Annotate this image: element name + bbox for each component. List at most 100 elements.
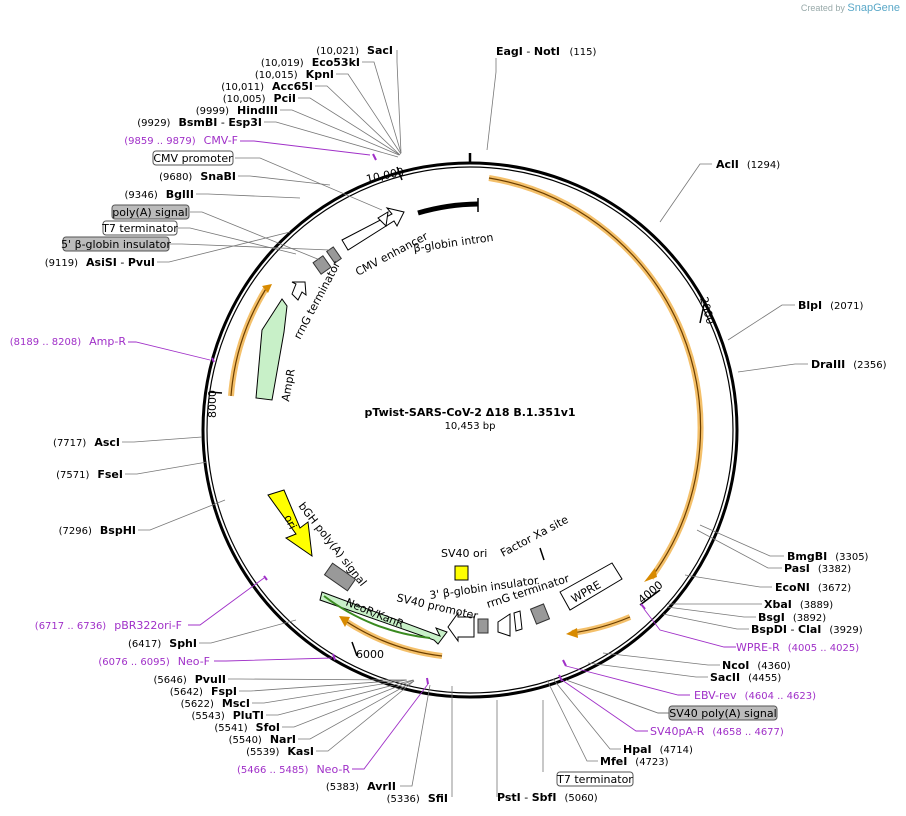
- enzyme-bglii: (9346)BglII: [125, 188, 194, 201]
- leader-cmv-f: [240, 140, 371, 156]
- tick-label-4000: 4000: [636, 578, 666, 606]
- primer-pbr322ori-f: (6717 .. 6736)pBR322ori-F: [35, 619, 182, 632]
- credit-brand: SnapGene: [847, 2, 900, 14]
- enzyme-xbai: XbaI(3889): [764, 598, 833, 611]
- leader-pvuii: [228, 678, 407, 681]
- leader-kpni: [336, 73, 402, 155]
- ori-label: ori: [281, 513, 299, 531]
- enzyme-psti: PstI - SbfI(5060): [497, 791, 598, 804]
- enzyme-sacii: SacII(4455): [710, 671, 781, 684]
- label-t7-bottom: T7 terminator: [556, 773, 633, 786]
- factor-xa-label: Factor Xa site: [498, 513, 570, 560]
- label-sv40-polya: SV40 poly(A) signal: [669, 707, 776, 720]
- box-cmv-promoter: [152, 150, 234, 166]
- mark-sv40pa-r: [558, 674, 563, 682]
- leader-neo-f: [214, 657, 333, 662]
- mark-ebv-rev: [562, 659, 567, 667]
- leader-pbr322ori-f: [188, 577, 265, 626]
- enzyme-acc65i: (10,011)Acc65I: [221, 80, 313, 93]
- label-insulator-5: 5' β-globin insulator: [61, 238, 171, 251]
- label-polya-signal: poly(A) signal: [112, 206, 187, 219]
- factor-xa-tick: [539, 547, 545, 561]
- tick-8000: [208, 391, 223, 394]
- sv40-ori-label: SV40 ori: [441, 547, 487, 560]
- enzyme-pvuii: (5646)PvuII: [153, 673, 226, 686]
- wpre-arrow: [559, 562, 623, 611]
- mark-neo-r: [426, 677, 429, 685]
- snapgene-credit: Created by SnapGene: [801, 2, 900, 14]
- rrng-left-label: rrnG terminator: [291, 259, 343, 342]
- rrng-right-arrow-1: [497, 613, 511, 637]
- enzyme-nari: (5540)NarI: [229, 733, 296, 746]
- leader-avrii: [400, 684, 431, 787]
- enzyme-econi: EcoNI(3672): [775, 581, 851, 594]
- leader-acli: [659, 163, 712, 223]
- enzyme-mfei: MfeI(4723): [600, 755, 669, 768]
- leader-bsgi: [666, 606, 756, 618]
- enzyme-draiii: DraIII(2356): [811, 358, 887, 371]
- tick-label-8000: 8000: [206, 390, 219, 418]
- enzyme-acli: AclI(1294): [716, 158, 780, 171]
- leader-neo-r: [352, 683, 429, 770]
- leader-bglii: [196, 193, 301, 199]
- insulator-3-box: [477, 618, 489, 634]
- enzyme-sfoi: (5541)SfoI: [214, 721, 280, 734]
- feature-rrng-terminator-left: rrnG terminator: [291, 259, 343, 342]
- backbone-inner: [206, 166, 734, 694]
- mark-wpre-r: [640, 603, 646, 610]
- orf-arc-left: [228, 284, 272, 397]
- leader-pcii: [298, 97, 401, 156]
- leader-t7-left: [178, 227, 297, 255]
- tick-4000: [639, 589, 661, 606]
- label-cmv-promoter: CMV promoter: [153, 152, 233, 165]
- enzyme-pluti: (5543)PluTI: [191, 709, 264, 722]
- leader-hpai: [552, 678, 621, 750]
- mark-cmv-f: [372, 153, 377, 161]
- mark-pbr322ori-f: [263, 575, 268, 581]
- enzyme-bsphi: (7296)BspHI: [59, 524, 136, 537]
- leader-saci: [396, 50, 402, 154]
- tick-label-6000: 6000: [356, 648, 384, 661]
- leader-cmv-promoter: [235, 157, 383, 211]
- enzyme-bsmbi: (9929)BsmBI - Esp3I: [137, 116, 262, 129]
- leader-bsphi: [138, 499, 226, 531]
- leader-asisi: [157, 231, 291, 263]
- leader-snabi: [238, 175, 331, 186]
- credit-prefix: Created by: [800, 3, 845, 13]
- enzyme-kasi: (5539)KasI: [246, 745, 314, 758]
- enzyme-fsei: (7571)FseI: [56, 468, 123, 481]
- primer-leaders: [128, 140, 736, 770]
- mark-amp-r: [211, 357, 215, 363]
- small-arc-highlight: [571, 614, 632, 636]
- small-arc-arrowhead: [566, 628, 578, 638]
- ampr-arrow: [255, 298, 288, 401]
- box-sv40-polya: [668, 705, 778, 721]
- leader-bsmbi: [264, 121, 399, 158]
- leader-acc65i: [315, 85, 401, 156]
- bottom-arc-arrowhead: [339, 616, 350, 627]
- primer-ebv-rev: EBV-rev(4604 .. 4623): [694, 689, 816, 702]
- rrng-left-arrow: [291, 281, 307, 301]
- feature-cmv-promoter-arrow: [377, 211, 389, 228]
- leader-bmgbi: [699, 524, 784, 557]
- feature-factor-xa: Factor Xa site: [498, 513, 571, 561]
- primer-labels: (9859 .. 9879)CMV-F (8189 .. 8208)Amp-R …: [10, 134, 859, 776]
- insulator-box: [326, 246, 342, 264]
- leader-msci: [252, 679, 408, 704]
- leader-fspi: [239, 679, 407, 692]
- leader-sv40pa-r: [561, 679, 648, 732]
- beta-globin-intron-bar: [417, 201, 479, 216]
- wpre-small-box: [529, 603, 551, 625]
- leader-polya: [190, 211, 321, 261]
- orf-arc-highlight: [488, 175, 704, 580]
- tick-2000: [699, 299, 706, 324]
- feature-beta-globin-intron: β-globin intron: [413, 198, 494, 255]
- enzyme-msci: (5622)MscI: [181, 697, 250, 710]
- enzyme-bmgbi: BmgBI(3305): [787, 550, 869, 563]
- leader-sacii: [587, 662, 708, 678]
- enzyme-sphi: (6417)SphI: [128, 637, 197, 650]
- orf-arrowhead: [644, 568, 657, 582]
- primer-marks: [211, 153, 646, 685]
- primer-amp-r: (8189 .. 8208)Amp-R: [10, 335, 127, 348]
- bgh-polya-box: [323, 562, 357, 592]
